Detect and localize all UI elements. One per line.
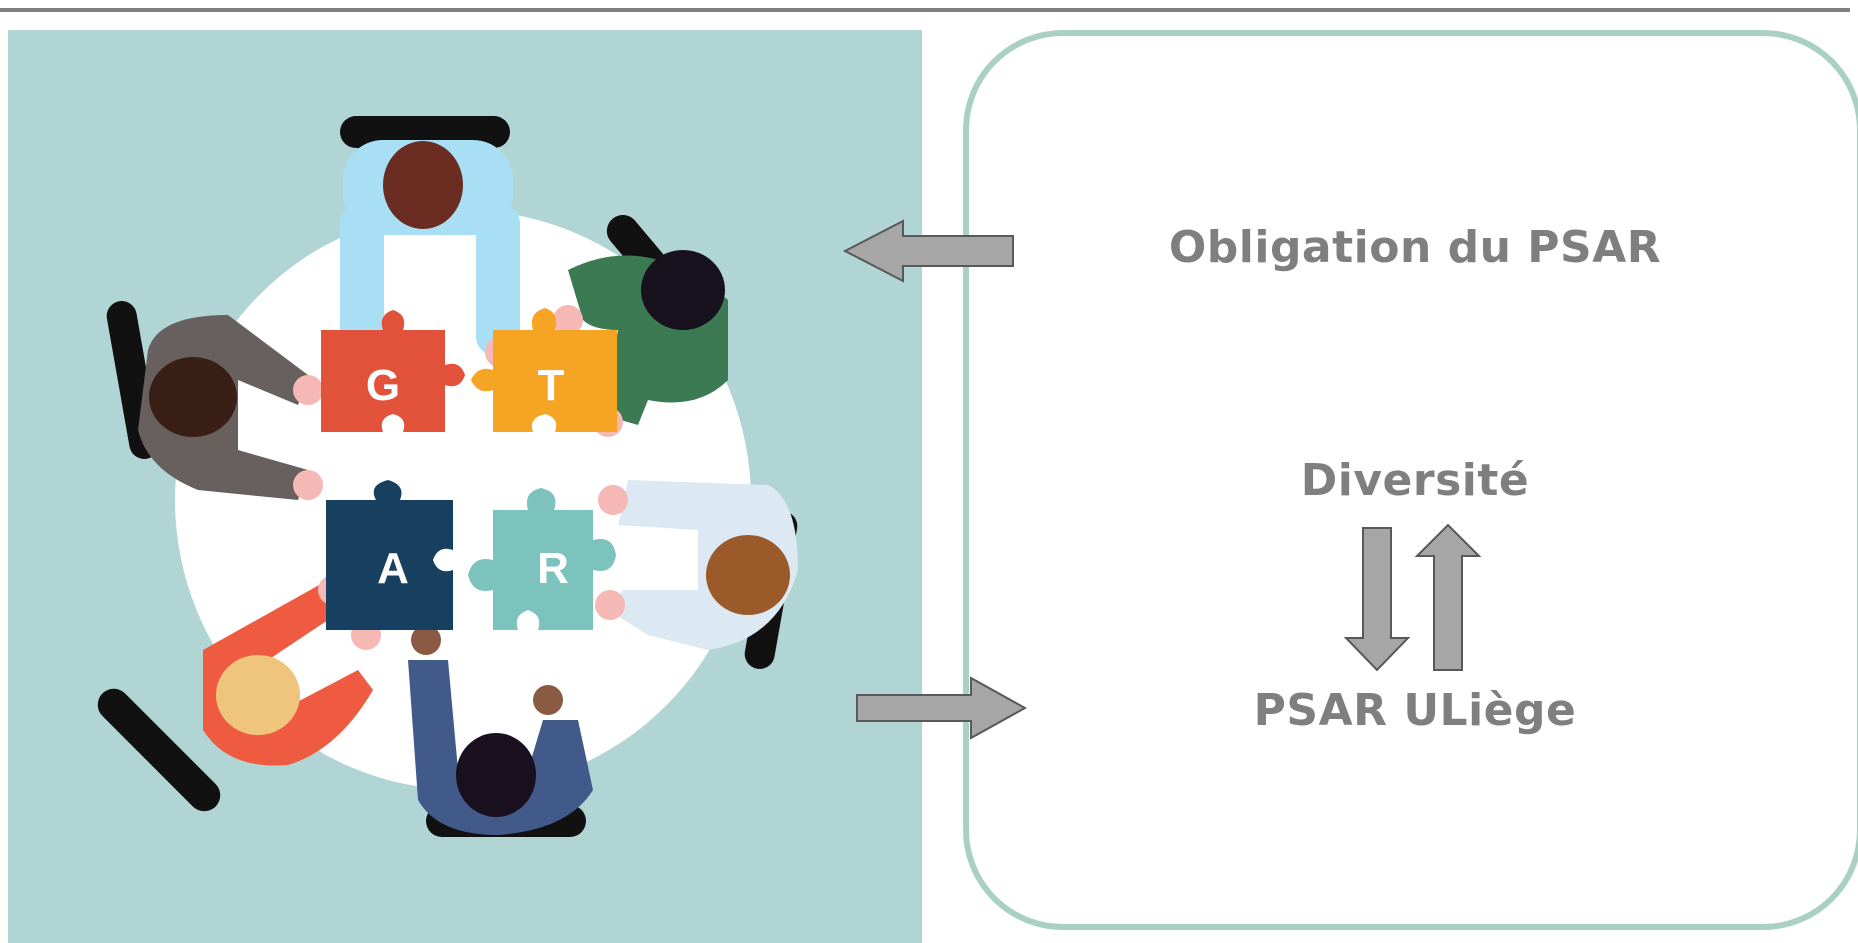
puzzle-piece-g: G <box>321 310 465 432</box>
meeting-illustration: G T A R <box>8 30 922 943</box>
obligation-text: Obligation du PSAR <box>1168 222 1662 273</box>
person-top-right <box>553 250 728 437</box>
puzzle-letter-r: R <box>537 544 569 593</box>
puzzle-piece-a: A <box>326 480 453 630</box>
puzzle-piece-r: R <box>468 488 616 630</box>
person-left <box>138 315 323 500</box>
puzzle-letter-g: G <box>366 361 400 410</box>
person-top <box>340 140 520 368</box>
puzzle-letter-a: A <box>377 544 409 593</box>
info-panel <box>963 30 1858 930</box>
psar-uliege-text: PSAR ULiège <box>1253 685 1577 736</box>
puzzle-letter-t: T <box>538 361 565 410</box>
top-rule <box>0 8 1850 12</box>
person-right <box>595 480 798 650</box>
puzzle-piece-t: T <box>471 308 617 432</box>
diversity-text: Diversité <box>1300 455 1530 506</box>
person-bottom <box>408 625 593 835</box>
